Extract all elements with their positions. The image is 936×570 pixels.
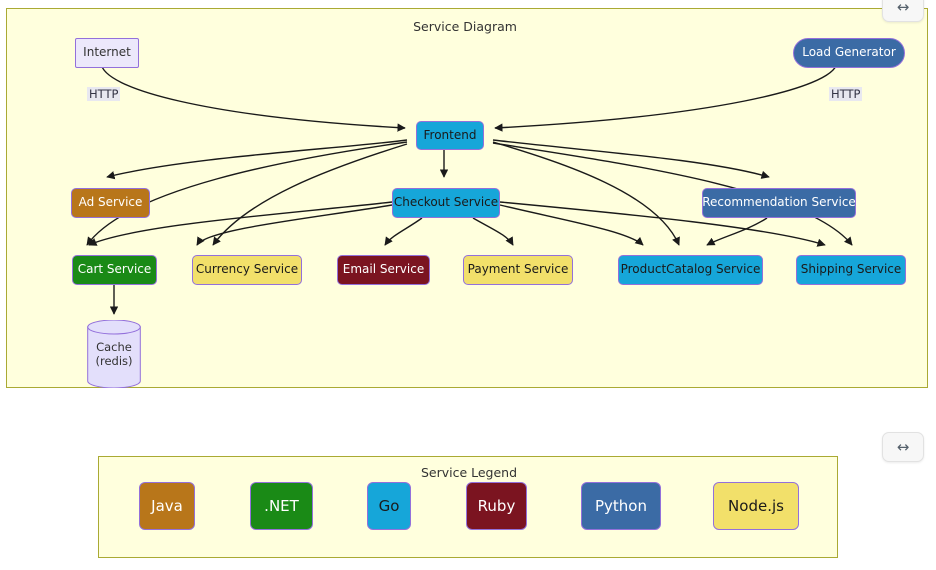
node-label-frontend: Frontend — [423, 127, 477, 142]
legend-item-label-python: Python — [595, 497, 647, 515]
legend-title: Service Legend — [420, 465, 518, 480]
node-label-adservice: Ad Service — [78, 195, 143, 210]
cylinder-shape — [87, 320, 141, 388]
node-productcatalog[interactable]: ProductCatalog Service — [618, 255, 763, 285]
node-label-checkout: Checkout Service — [393, 195, 499, 210]
node-label-recommendation: Recommendation Service — [702, 195, 856, 210]
legend-item-label-dotnet: .NET — [264, 497, 299, 515]
legend-item-nodejs[interactable]: Node.js — [713, 482, 799, 530]
horizontal-resize-icon[interactable]: ↔ — [882, 0, 924, 22]
legend-item-python[interactable]: Python — [581, 482, 661, 530]
node-label-loadgen: Load Generator — [802, 45, 896, 60]
legend-item-label-go: Go — [378, 497, 400, 515]
node-adservice[interactable]: Ad Service — [71, 188, 150, 218]
node-shipping[interactable]: Shipping Service — [796, 255, 906, 285]
legend-item-ruby[interactable]: Ruby — [466, 482, 527, 530]
node-internet[interactable]: Internet — [75, 38, 139, 68]
horizontal-resize-icon[interactable]: ↔ — [882, 432, 924, 462]
node-frontend[interactable]: Frontend — [416, 121, 484, 150]
service-diagram-panel: Service Diagram — [6, 8, 928, 388]
node-label-internet: Internet — [83, 45, 131, 60]
node-loadgen[interactable]: Load Generator — [793, 38, 905, 68]
node-label-email: Email Service — [342, 262, 425, 277]
node-email[interactable]: Email Service — [337, 255, 430, 285]
node-label-cache: Cache(redis) — [95, 339, 133, 368]
node-label-productcatalog: ProductCatalog Service — [620, 262, 761, 277]
diagram-title: Service Diagram — [413, 19, 517, 34]
legend-item-dotnet[interactable]: .NET — [250, 482, 313, 530]
node-label-cart: Cart Service — [77, 262, 152, 277]
node-label-shipping: Shipping Service — [800, 262, 902, 277]
legend-item-go[interactable]: Go — [367, 482, 411, 530]
service-legend-panel: Service Legend Java .NET Go Ruby Python Node.… — [98, 456, 838, 558]
node-currency[interactable]: Currency Service — [192, 255, 302, 285]
node-recommendation[interactable]: Recommendation Service — [702, 188, 856, 218]
legend-item-label-nodejs: Node.js — [728, 497, 784, 515]
node-label-payment: Payment Service — [467, 262, 569, 277]
edge-label-http-internet: HTTP — [87, 87, 121, 101]
legend-item-label-ruby: Ruby — [477, 497, 516, 515]
node-payment[interactable]: Payment Service — [463, 255, 573, 285]
node-checkout[interactable]: Checkout Service — [392, 188, 500, 218]
node-cache[interactable]: Cache(redis) — [87, 320, 141, 388]
node-cart[interactable]: Cart Service — [72, 255, 157, 285]
edge-label-http-loadgen: HTTP — [829, 87, 863, 101]
legend-item-java[interactable]: Java — [139, 482, 195, 530]
legend-item-label-java: Java — [151, 497, 183, 515]
node-label-currency: Currency Service — [195, 262, 299, 277]
